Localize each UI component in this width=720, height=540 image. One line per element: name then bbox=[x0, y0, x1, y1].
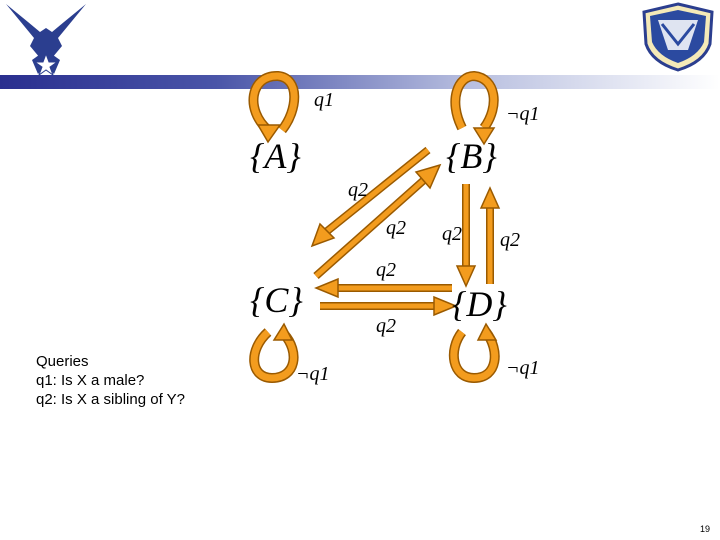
label-D-to-B: q2 bbox=[500, 229, 520, 251]
query-2-text: q2: Is X a sibling of Y? bbox=[36, 391, 185, 408]
self-loop-B bbox=[450, 70, 499, 146]
query-1-text: q1: Is X a male? bbox=[36, 372, 145, 389]
arrow-C-to-A bbox=[313, 163, 442, 279]
label-D-to-C: q2 bbox=[376, 259, 396, 281]
arrow-D-to-B bbox=[479, 186, 501, 284]
arrow-A-to-C bbox=[310, 146, 431, 248]
self-loop-C bbox=[249, 322, 299, 384]
queries-legend: Queries q1: Is X a male? q2: Is X a sibl… bbox=[36, 352, 185, 409]
research-laboratory-shield-logo bbox=[642, 2, 714, 72]
air-force-wings-logo bbox=[6, 4, 86, 77]
queries-title: Queries bbox=[36, 353, 89, 370]
label-C-self: ¬q1 bbox=[296, 363, 330, 385]
page-number: 19 bbox=[700, 524, 711, 534]
label-A-to-C: q2 bbox=[386, 217, 406, 239]
arrow-C-to-D bbox=[320, 295, 458, 317]
self-loop-D bbox=[449, 322, 500, 384]
node-B: {B} bbox=[446, 136, 497, 176]
label-D-self: ¬q1 bbox=[506, 357, 540, 379]
node-A: {A} bbox=[250, 136, 301, 176]
label-C-to-D: q2 bbox=[376, 315, 396, 337]
node-C: {C} bbox=[250, 280, 303, 320]
self-loop-A bbox=[248, 71, 300, 144]
arrow-D-to-C bbox=[314, 277, 452, 299]
arrow-B-to-D bbox=[455, 184, 477, 288]
node-D: {D} bbox=[452, 284, 507, 324]
header-bar bbox=[0, 75, 720, 89]
label-B-to-D: q2 bbox=[442, 223, 462, 245]
label-B-self: ¬q1 bbox=[506, 103, 540, 125]
label-A-self: q1 bbox=[314, 89, 334, 111]
label-C-to-A: q2 bbox=[348, 179, 368, 201]
